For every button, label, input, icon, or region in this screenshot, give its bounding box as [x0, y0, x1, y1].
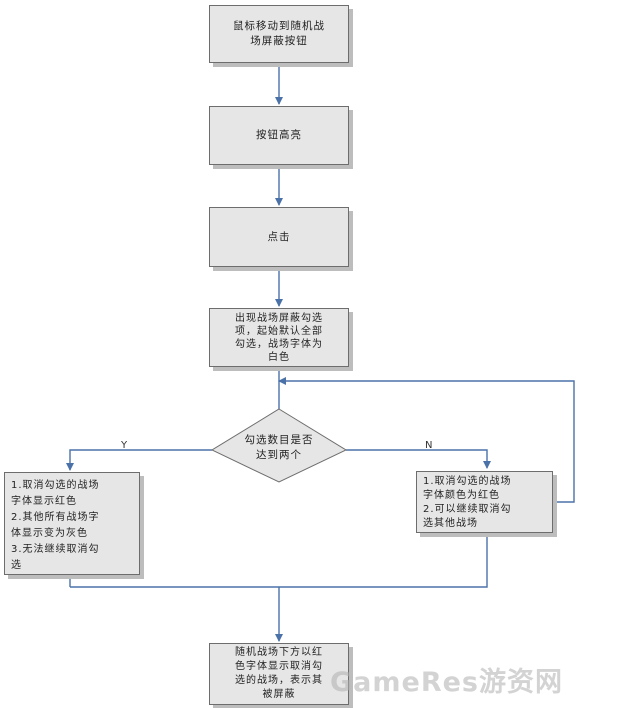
node-end: 随机战场下方以红 色字体显示取消勾 选的战场，表示其 被屏蔽: [209, 643, 349, 705]
connector-loop-back: [278, 377, 575, 503]
connector-yes-branch: [66, 449, 212, 471]
node-end-text: 随机战场下方以红 色字体显示取消勾 选的战场，表示其 被屏蔽: [235, 647, 323, 700]
connector-no-down: [70, 532, 488, 588]
node-start: 鼠标移动到随机战 场屏蔽按钮: [209, 5, 349, 63]
connector-no-branch: [346, 449, 491, 469]
node-start-text: 鼠标移动到随机战 场屏蔽按钮: [233, 20, 325, 47]
node-no-result-text: 1.取消勾选的战场 字体颜色为红色 2.可以继续取消勾 选其他战场: [423, 476, 512, 529]
decision-diamond: [210, 408, 348, 483]
branch-label-yes: Y: [121, 440, 128, 451]
node-yes-result: 1.取消勾选的战场 字体显示红色 2.其他所有战场字 体显示变为灰色 3.无法继…: [4, 472, 140, 575]
watermark-text: GameRes游资网: [330, 667, 564, 698]
node-no-result: 1.取消勾选的战场 字体颜色为红色 2.可以继续取消勾 选其他战场: [416, 471, 553, 533]
decision-text: 勾选数目是否 达到两个: [244, 434, 314, 461]
node-highlight-text: 按钮高亮: [256, 129, 302, 141]
node-highlight: 按钮高亮: [209, 106, 349, 165]
node-popup: 出现战场屏蔽勾选 项，起始默认全部 勾选，战场字体为 白色: [209, 308, 349, 367]
node-yes-result-text: 1.取消勾选的战场 字体显示红色 2.其他所有战场字 体显示变为灰色 3.无法继…: [11, 480, 100, 571]
node-click: 点击: [209, 207, 349, 267]
node-click-text: 点击: [267, 230, 291, 243]
branch-label-no: N: [425, 440, 433, 451]
node-popup-text: 出现战场屏蔽勾选 项，起始默认全部 勾选，战场字体为 白色: [235, 312, 323, 363]
